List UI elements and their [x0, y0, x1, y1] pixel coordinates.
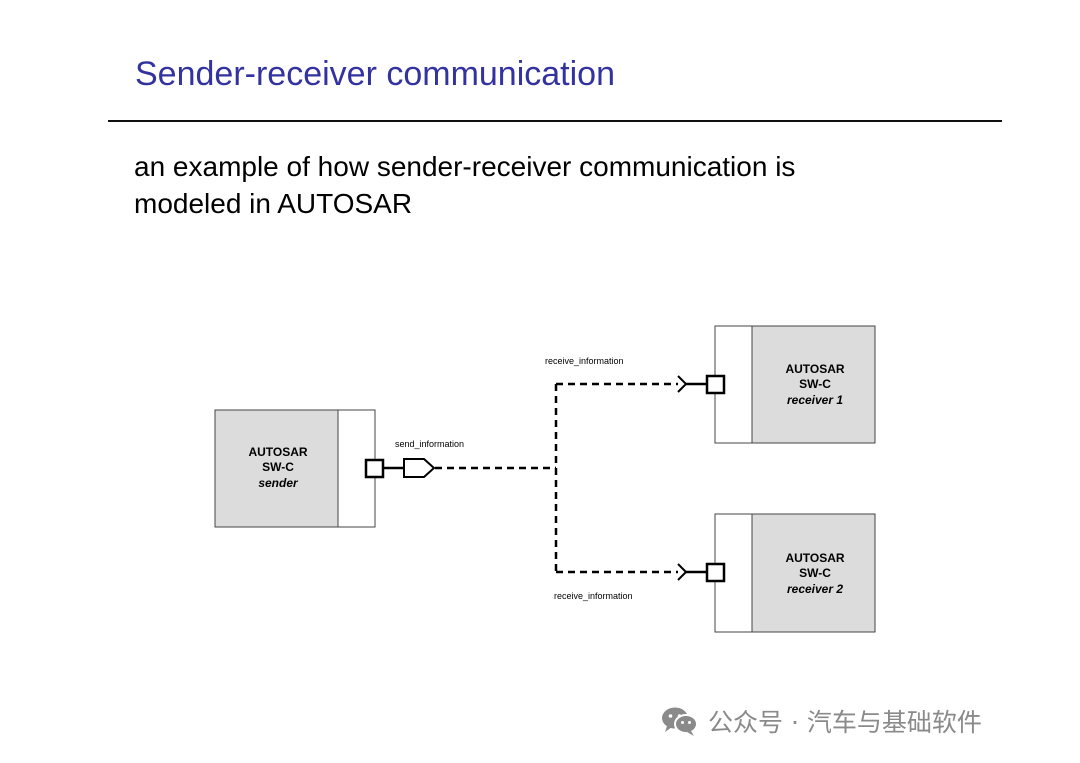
receiver2-label-line1: AUTOSAR	[785, 551, 844, 565]
receiver2-port-square	[705, 562, 726, 583]
send-information-label: send_information	[395, 439, 464, 449]
watermark-text: 公众号 · 汽车与基础软件	[708, 708, 982, 737]
receiver1-component: AUTOSAR SW-C receiver 1	[714, 325, 876, 444]
sender-component: AUTOSAR SW-C sender	[214, 409, 376, 528]
receive-information-label-top: receive_information	[545, 356, 624, 366]
receiver1-label-line1: AUTOSAR	[785, 362, 844, 376]
sender-port	[364, 458, 436, 479]
title-divider	[108, 120, 1002, 122]
receiver2-label-line3: receiver 2	[787, 582, 843, 596]
sender-port-square	[364, 458, 385, 479]
wechat-icon	[662, 707, 698, 736]
receiver1-body	[751, 325, 876, 444]
receiver2-label-line2: SW-C	[799, 566, 831, 580]
sender-label-line2: SW-C	[262, 460, 294, 474]
slide-subtitle: an example of how sender-receiver commun…	[134, 151, 796, 219]
require-interface-icon-2	[677, 563, 688, 581]
provide-interface-icon	[403, 458, 436, 478]
receiver1-label-line3: receiver 1	[787, 393, 843, 407]
receiver1-port	[677, 374, 726, 395]
sender-body	[214, 409, 339, 528]
sender-label-line1: AUTOSAR	[248, 445, 307, 459]
receiver1-label-line2: SW-C	[799, 377, 831, 391]
sender-label-line3: sender	[258, 476, 299, 490]
receiver2-component: AUTOSAR SW-C receiver 2	[714, 513, 876, 633]
receive-information-label-bottom: receive_information	[554, 591, 633, 601]
receiver2-body	[751, 513, 876, 633]
receiver1-port-square	[705, 374, 726, 395]
slide-title: Sender-receiver communication	[135, 55, 615, 93]
require-interface-icon-1	[677, 375, 688, 393]
connector-lines	[435, 382, 678, 574]
receiver2-port	[677, 562, 726, 583]
watermark: 公众号 · 汽车与基础软件	[660, 703, 982, 739]
